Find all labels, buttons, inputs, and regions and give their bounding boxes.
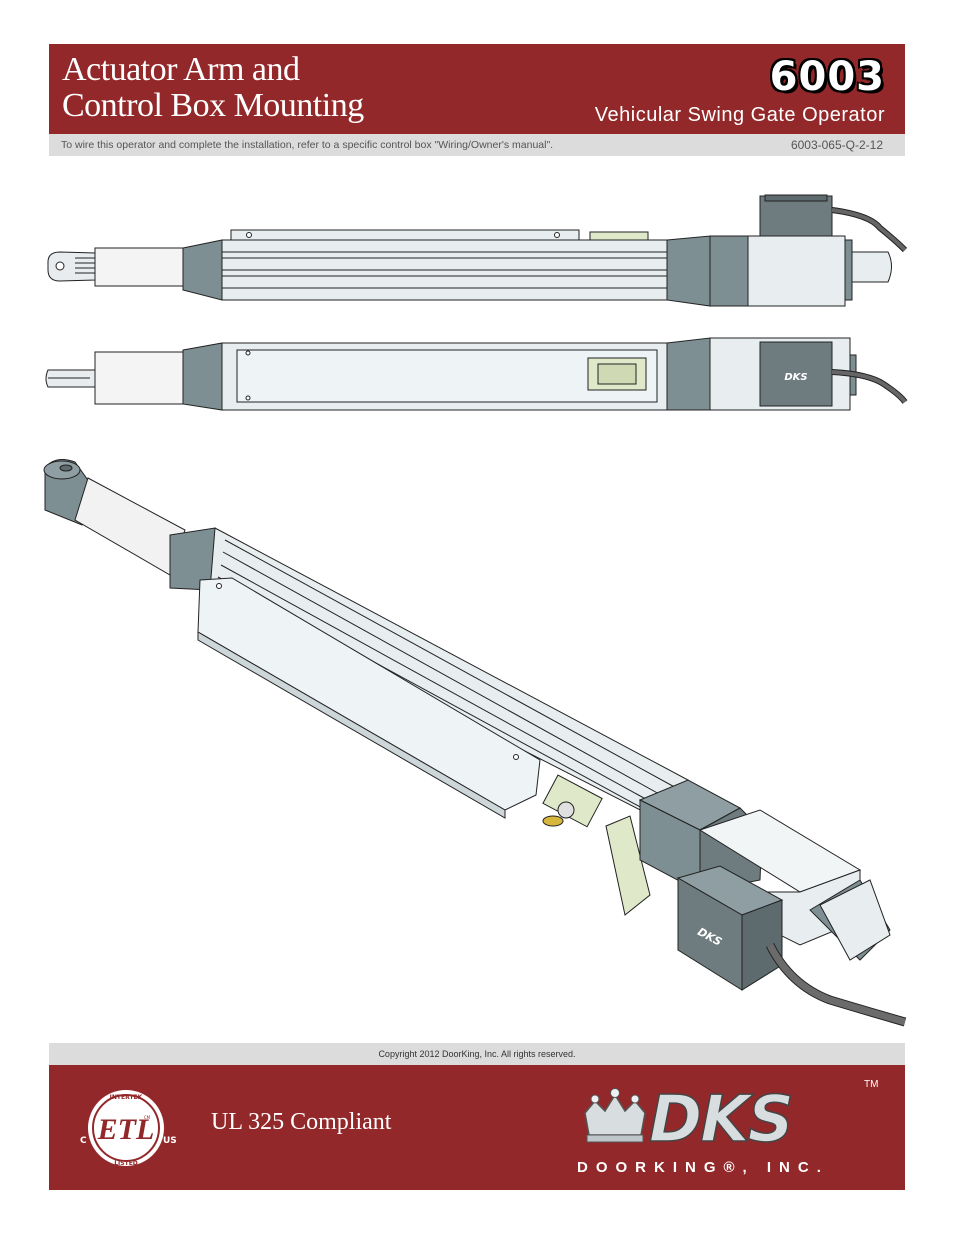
etl-us-text: US [163, 1136, 177, 1146]
compliance-text: UL 325 Compliant [211, 1109, 392, 1135]
title-line-2: Control Box Mounting [62, 87, 364, 124]
actuator-side-view [47, 194, 908, 307]
copyright-bar: Copyright 2012 DoorKing, Inc. All rights… [49, 1043, 905, 1065]
info-bar: To wire this operator and complete the i… [49, 134, 905, 156]
dks-logo: DKS [584, 1082, 795, 1158]
title-line-1: Actuator Arm and [62, 51, 300, 88]
dks-wordmark: DKS [649, 1083, 792, 1157]
etl-bottom-text: LISTED [114, 1160, 138, 1167]
etl-center-text: ETL [97, 1113, 155, 1146]
model-number: 6003 [769, 54, 885, 100]
box-logo-top: DKS [784, 372, 807, 383]
trademark-mark: TM [864, 1079, 879, 1090]
footer-banner: INTERTEK LISTED C US ETL CM UL 325 Compl… [49, 1065, 905, 1190]
page-title: Actuator Arm and Control Box Mounting [62, 52, 364, 124]
etl-top-text: INTERTEK [110, 1094, 143, 1101]
etl-small-text: CM [144, 1115, 151, 1120]
header-banner: Actuator Arm and Control Box Mounting 60… [49, 44, 905, 134]
company-name: DOORKING®, INC. [577, 1159, 829, 1176]
etl-c-text: C [80, 1136, 87, 1146]
actuator-isometric-view: DKS [43, 459, 907, 1027]
document-number: 6003-065-Q-2-12 [790, 138, 883, 152]
wiring-note: To wire this operator and complete the i… [61, 139, 554, 151]
etl-listed-mark: INTERTEK LISTED C US ETL CM [80, 1090, 177, 1167]
actuator-top-view: DKS [45, 337, 908, 411]
actuator-illustration: DKS [43, 194, 908, 1027]
crown-icon [584, 1088, 646, 1143]
subtitle: Vehicular Swing Gate Operator [594, 104, 885, 126]
